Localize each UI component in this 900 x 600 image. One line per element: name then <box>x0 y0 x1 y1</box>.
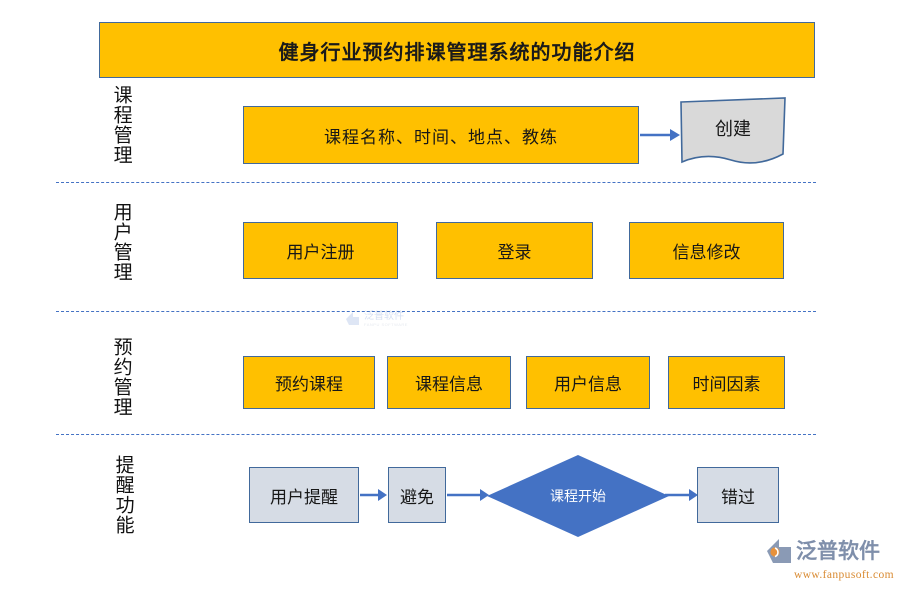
user-reminder-box-label: 用户提醒 <box>270 487 338 507</box>
login-box-label: 登录 <box>497 243 532 262</box>
page-title: 健身行业预约排课管理系统的功能介绍 <box>99 22 815 78</box>
section-divider-2 <box>56 311 816 312</box>
user-register-box[interactable]: 用户注册 <box>243 222 398 279</box>
create-document-label: 创建 <box>715 119 751 139</box>
section-label-course-management: 课程管理 <box>110 85 132 165</box>
create-document[interactable]: 创建 <box>679 96 787 168</box>
login-box[interactable]: 登录 <box>436 222 593 279</box>
page-title-text: 健身行业预约排课管理系统的功能介绍 <box>278 41 636 64</box>
missed-box[interactable]: 错过 <box>697 467 779 523</box>
info-edit-box[interactable]: 信息修改 <box>629 222 784 279</box>
watermark: 泛普软件 FANPU SOFTWARE <box>345 306 435 332</box>
section-label-user-management: 用户管理 <box>110 202 132 282</box>
book-course-box-label: 预约课程 <box>275 375 343 394</box>
watermark-logo-icon <box>346 312 359 325</box>
arrow-course-start-to-missed <box>665 486 698 504</box>
section-divider-1 <box>56 182 816 183</box>
time-factor-box[interactable]: 时间因素 <box>668 356 785 409</box>
brand-logo: 泛普软件 www.fanpusoft.com <box>766 538 894 590</box>
book-course-box[interactable]: 预约课程 <box>243 356 375 409</box>
brand-logo-name: 泛普软件 <box>796 539 880 563</box>
arrow-fields-to-create <box>640 125 680 145</box>
watermark-text: 泛普软件 <box>364 310 404 322</box>
section-label-reminder-function: 提醒功能 <box>112 455 134 535</box>
course-info-box-label: 课程信息 <box>415 375 483 394</box>
course-start-diamond-label: 课程开始 <box>550 490 606 505</box>
brand-logo-url: www.fanpusoft.com <box>794 569 894 581</box>
course-fields-box[interactable]: 课程名称、时间、地点、教练 <box>243 106 639 164</box>
course-info-box[interactable]: 课程信息 <box>387 356 511 409</box>
course-fields-box-label: 课程名称、时间、地点、教练 <box>324 127 558 147</box>
avoid-box-label: 避免 <box>400 487 434 507</box>
avoid-box[interactable]: 避免 <box>388 467 446 523</box>
user-info-box-label: 用户信息 <box>554 375 622 394</box>
arrow-reminder-to-avoid <box>360 486 387 504</box>
watermark-subtext: FANPU SOFTWARE <box>364 321 408 327</box>
info-edit-box-label: 信息修改 <box>672 243 741 262</box>
arrow-avoid-to-course-start <box>447 486 489 504</box>
user-info-box[interactable]: 用户信息 <box>526 356 650 409</box>
section-label-booking-management: 预约管理 <box>110 337 132 417</box>
user-register-box-label: 用户注册 <box>286 243 355 262</box>
missed-box-label: 错过 <box>721 487 755 507</box>
time-factor-box-label: 时间因素 <box>692 375 761 394</box>
user-reminder-box[interactable]: 用户提醒 <box>249 467 359 523</box>
course-start-diamond[interactable]: 课程开始 <box>487 455 669 537</box>
section-divider-3 <box>56 434 816 435</box>
brand-logo-icon <box>767 539 791 563</box>
